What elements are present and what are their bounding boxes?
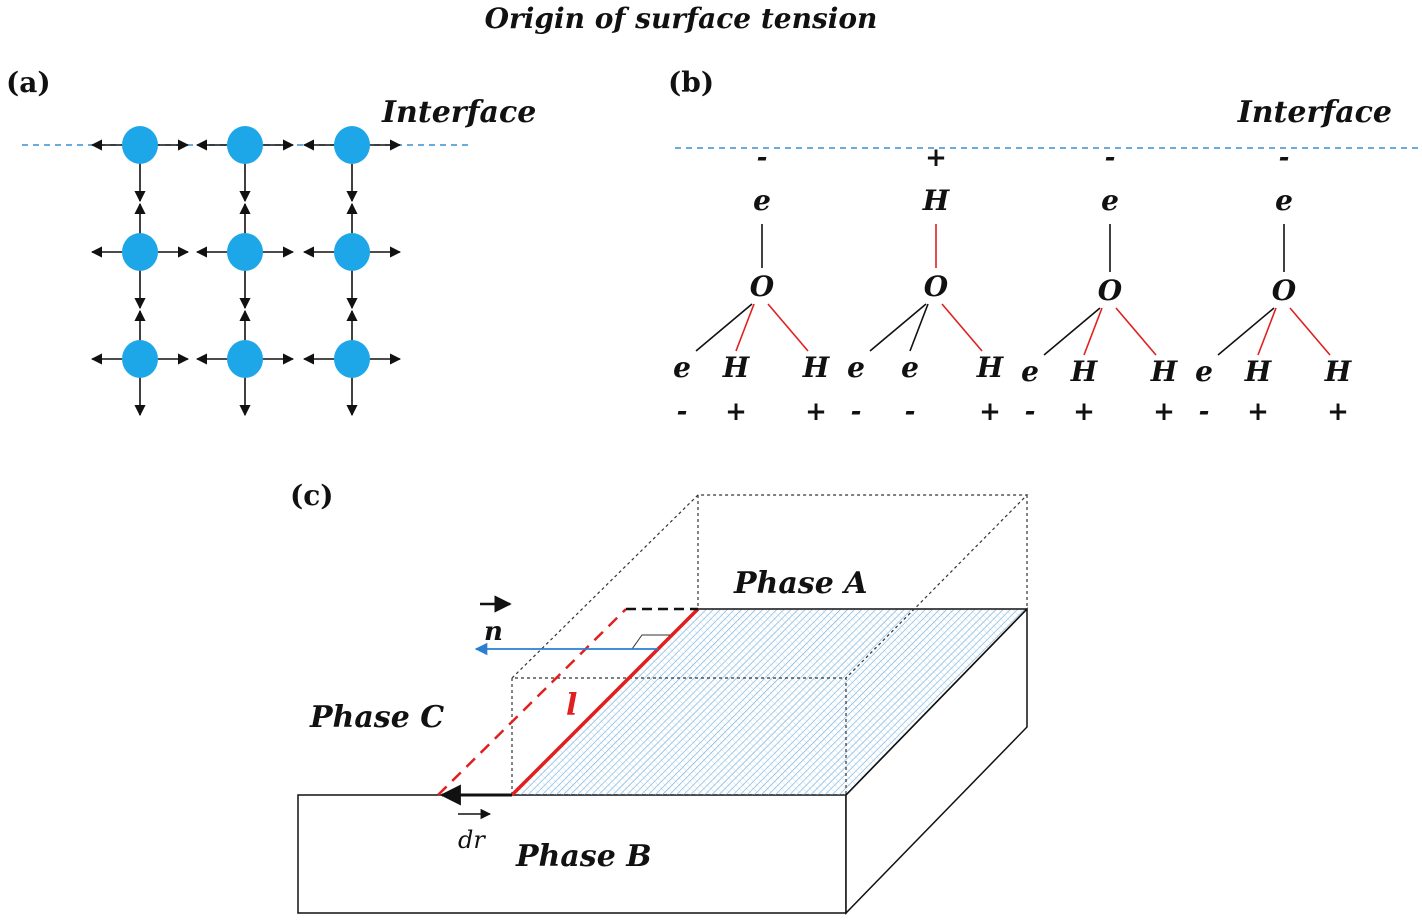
bottom-charge: - bbox=[851, 397, 862, 427]
bottom-bond bbox=[767, 303, 809, 352]
bottom-bond bbox=[1257, 307, 1277, 356]
bottom-bond bbox=[695, 303, 753, 352]
top-charge: + bbox=[925, 143, 947, 173]
contact-line-l bbox=[510, 607, 700, 797]
bottom-charge: + bbox=[725, 397, 747, 427]
molecule-circle bbox=[227, 126, 263, 164]
figure-title: Origin of surface tension bbox=[485, 2, 878, 35]
oxygen-symbol: O bbox=[1272, 274, 1297, 307]
bottom-charge: - bbox=[905, 397, 916, 427]
hatched-interface-area-overlay bbox=[512, 609, 1027, 795]
bottom-bond bbox=[941, 303, 983, 352]
molecule-circle bbox=[122, 233, 158, 271]
molecule-circle bbox=[227, 340, 263, 378]
water-molecule: + H Oe - e - H + bbox=[847, 143, 1005, 427]
displacement-symbol: dr bbox=[458, 826, 486, 854]
bottom-bond bbox=[909, 303, 929, 352]
bottom-symbol: H bbox=[1324, 355, 1353, 388]
panel-b-interface-label: Interface bbox=[1237, 95, 1392, 130]
bottom-charge: + bbox=[1153, 397, 1175, 427]
bottom-charge: + bbox=[1247, 397, 1269, 427]
bottom-symbol: H bbox=[802, 351, 831, 384]
molecule-circle bbox=[122, 340, 158, 378]
bottom-charge: + bbox=[1073, 397, 1095, 427]
bottom-symbol: H bbox=[1244, 355, 1273, 388]
bottom-bond bbox=[1115, 307, 1157, 356]
bottom-symbol: e bbox=[1021, 355, 1039, 388]
length-symbol: l bbox=[566, 688, 577, 723]
bottom-bond bbox=[1289, 307, 1331, 356]
top-charge: - bbox=[1279, 143, 1290, 173]
bottom-symbol: e bbox=[673, 351, 691, 384]
panel-a-interface-label: Interface bbox=[381, 95, 536, 130]
molecule-circle bbox=[334, 126, 370, 164]
panel-c-label: (c) bbox=[290, 479, 334, 512]
bottom-symbol: H bbox=[976, 351, 1005, 384]
slab-right-edge bbox=[845, 608, 1028, 796]
oxygen-symbol: O bbox=[1098, 274, 1123, 307]
bottom-charge: + bbox=[805, 397, 827, 427]
bottom-symbol: e bbox=[1195, 355, 1213, 388]
normal-vector-symbol: n bbox=[484, 617, 503, 647]
oxygen-symbol: O bbox=[924, 270, 949, 303]
bottom-bond bbox=[869, 303, 927, 352]
top-symbol: e bbox=[753, 184, 771, 217]
water-molecule: -eOe-H+H+ bbox=[673, 143, 831, 427]
bottom-symbol: H bbox=[722, 351, 751, 384]
water-molecule: -eOe-H+H+ bbox=[1021, 143, 1179, 427]
top-charge: - bbox=[1105, 143, 1116, 173]
molecule-circle bbox=[122, 126, 158, 164]
molecule-circle bbox=[334, 233, 370, 271]
top-symbol: H bbox=[922, 184, 951, 217]
bottom-charge: - bbox=[1025, 397, 1036, 427]
top-symbol: e bbox=[1101, 184, 1119, 217]
water-molecule: -eOe-H+H+ bbox=[1195, 143, 1353, 427]
bottom-bond bbox=[1043, 307, 1101, 356]
bottom-symbol: e bbox=[847, 351, 865, 384]
panel-b: (b) Interface -eOe-H+H++HOe-e-H+-eOe-H+H… bbox=[668, 66, 1420, 427]
top-charge: - bbox=[757, 143, 768, 173]
panel-a: (a) Interface bbox=[6, 66, 536, 417]
bottom-charge: + bbox=[1327, 397, 1349, 427]
phase-a-dotted-box bbox=[511, 494, 1029, 795]
displaced-contact-line bbox=[437, 608, 627, 796]
panel-a-molecules bbox=[122, 126, 370, 378]
phase-b-label: Phase B bbox=[515, 839, 652, 874]
bottom-bond bbox=[1217, 307, 1275, 356]
bottom-symbol: H bbox=[1150, 355, 1179, 388]
bottom-bond bbox=[1083, 307, 1103, 356]
bottom-symbol: H bbox=[1070, 355, 1099, 388]
oxygen-symbol: O bbox=[750, 270, 775, 303]
bottom-charge: + bbox=[979, 397, 1001, 427]
right-angle-mark bbox=[631, 634, 670, 650]
phase-c-label: Phase C bbox=[309, 700, 444, 735]
phase-a-label: Phase A bbox=[733, 566, 868, 601]
top-symbol: e bbox=[1275, 184, 1293, 217]
molecule-circle bbox=[227, 233, 263, 271]
bottom-bond bbox=[735, 303, 755, 352]
bottom-charge: - bbox=[1199, 397, 1210, 427]
panel-b-water-molecules: -eOe-H+H++HOe-e-H+-eOe-H+H+-eOe-H+H+ bbox=[673, 143, 1353, 427]
panel-c: (c) n dr bbox=[290, 479, 1029, 915]
molecule-circle bbox=[334, 340, 370, 378]
panel-b-label: (b) bbox=[668, 66, 714, 99]
bottom-symbol: e bbox=[901, 351, 919, 384]
bottom-charge: - bbox=[677, 397, 688, 427]
panel-a-label: (a) bbox=[6, 66, 51, 99]
